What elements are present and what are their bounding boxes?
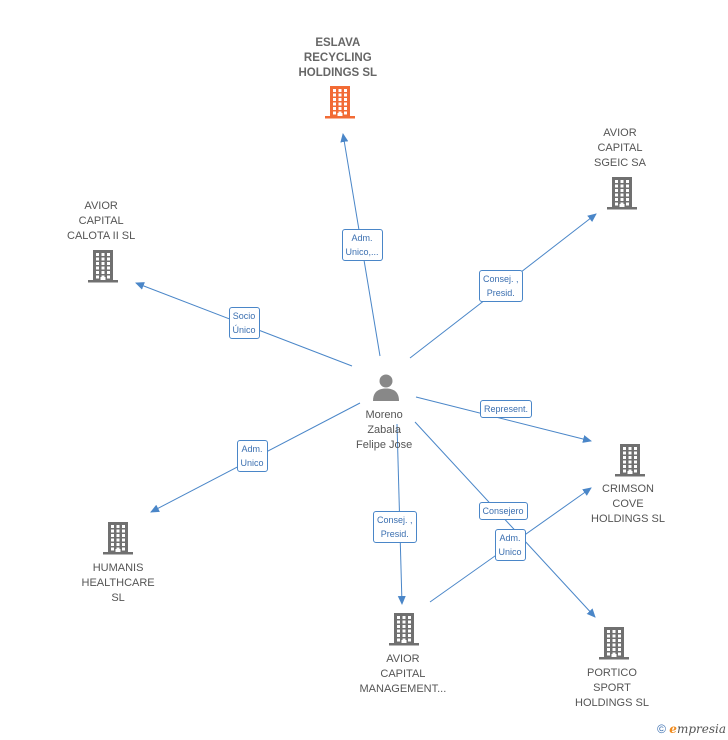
company-name-eslava[interactable]: ESLAVA RECYCLING HOLDINGS SL xyxy=(298,37,378,79)
edge-label[interactable]: Socio Único xyxy=(228,307,260,339)
company-name-humanis[interactable]: HUMANIS HEALTHCARE SL xyxy=(81,562,155,604)
company-name-calota[interactable]: AVIOR CAPITAL CALOTA II SL xyxy=(67,200,136,242)
person-icon[interactable] xyxy=(371,372,401,402)
edge-label[interactable]: Represent. xyxy=(480,400,533,418)
building-icon[interactable] xyxy=(323,84,357,120)
company-name-sgeic[interactable]: AVIOR CAPITAL SGEIC SA xyxy=(594,127,646,169)
edge-label[interactable]: Adm. Unico,... xyxy=(341,229,383,261)
company-name-crimson[interactable]: CRIMSON COVE HOLDINGS SL xyxy=(591,483,665,525)
edge-to-crimson xyxy=(415,396,592,443)
company-name-portico[interactable]: PORTICO SPORT HOLDINGS SL xyxy=(575,667,649,709)
building-icon[interactable] xyxy=(597,625,631,661)
center-person-name[interactable]: Moreno Zabala Felipe Jose xyxy=(356,409,413,451)
footer: © empresia xyxy=(657,722,726,736)
building-icon[interactable] xyxy=(86,248,120,284)
brand-initial: e xyxy=(669,722,677,736)
edge-label[interactable]: Adm. Unico xyxy=(494,529,526,561)
edge-label[interactable]: Consej. , Presid. xyxy=(479,270,523,302)
edge-label[interactable]: Adm. Unico xyxy=(236,440,268,472)
building-icon[interactable] xyxy=(613,442,647,478)
building-icon[interactable] xyxy=(605,175,639,211)
brand-rest: mpresia xyxy=(676,722,726,736)
copyright-symbol: © xyxy=(657,722,666,736)
building-icon[interactable] xyxy=(101,520,135,556)
brand-logo[interactable]: empresia xyxy=(669,722,726,736)
edge-label[interactable]: Consejero xyxy=(478,502,528,520)
building-icon[interactable] xyxy=(387,611,421,647)
company-name-management[interactable]: AVIOR CAPITAL MANAGEMENT... xyxy=(359,653,447,695)
edge-label[interactable]: Consej. , Presid. xyxy=(373,511,417,543)
